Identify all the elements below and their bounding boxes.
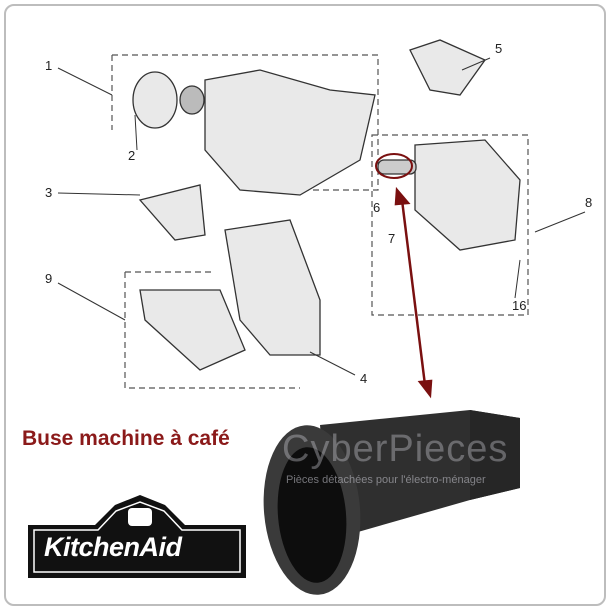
part-5: [409, 39, 486, 96]
highlight-circle: [375, 153, 413, 179]
callout-9: 9: [45, 271, 52, 286]
pointer-arrow: [394, 186, 433, 399]
callout-7: 7: [388, 231, 395, 246]
callout-8: 8: [585, 195, 592, 210]
nozzle-photo: [263, 410, 520, 595]
product-title: Buse machine à café: [22, 427, 230, 450]
watermark: CyberPieces: [282, 428, 509, 470]
group-box-top: [112, 54, 379, 191]
callout-2: 2: [128, 148, 135, 163]
callout-3: 3: [45, 185, 52, 200]
motor-assembly: [414, 139, 521, 251]
part-1: [132, 71, 178, 129]
group-box-motor: [371, 134, 529, 316]
callout-4: 4: [360, 371, 367, 386]
callout-1: 1: [45, 58, 52, 73]
kitchenaid-logo: [28, 495, 246, 578]
part-3: [138, 184, 206, 241]
part-9: [139, 289, 246, 371]
callouts: 1 2 3 4 5 6 7 8 9 16: [45, 41, 592, 386]
watermark-tagline: Pièces détachées pour l'électro-ménager: [286, 474, 486, 486]
callout-16: 16: [512, 298, 526, 313]
main-housing: [204, 69, 376, 196]
nozzle-in-diagram: [377, 159, 417, 175]
brand-logo-text: KitchenAid: [44, 532, 182, 562]
part-4: [224, 219, 321, 356]
group-box-bottom: [124, 271, 300, 389]
callout-6: 6: [373, 200, 380, 215]
callout-5: 5: [495, 41, 502, 56]
